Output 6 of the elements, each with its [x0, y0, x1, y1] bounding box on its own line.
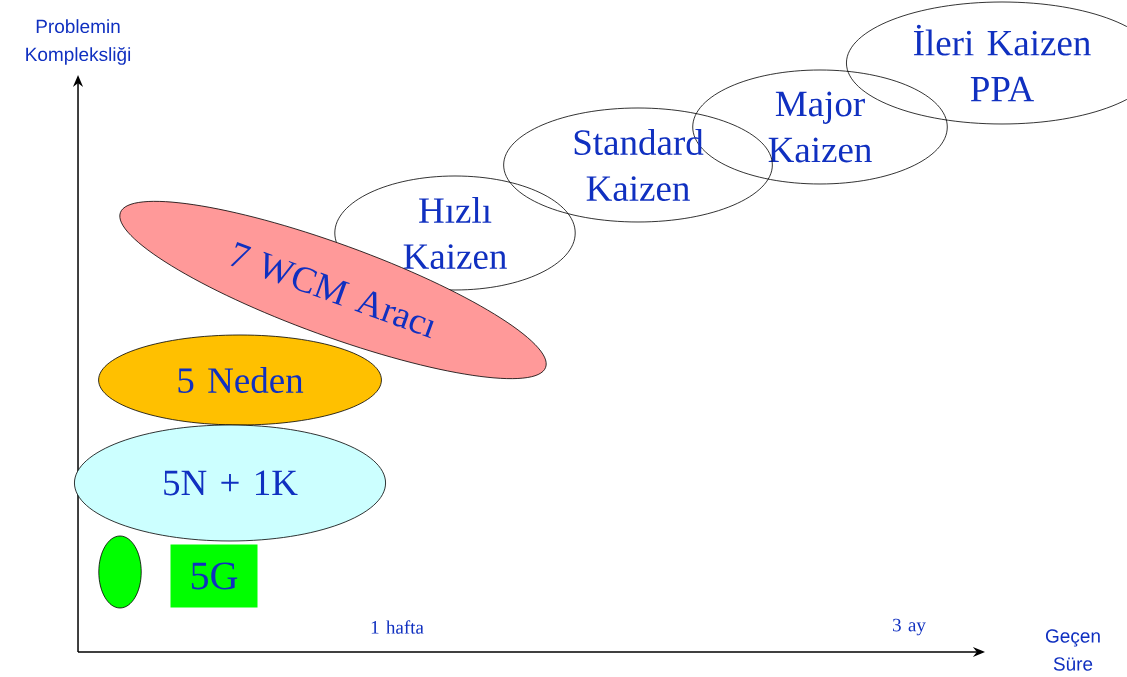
tick-label: 3 ay	[893, 618, 926, 636]
axis-label: Geçen Süre	[1045, 629, 1100, 671]
axis-label: Problemin Kompleksliği	[26, 19, 131, 65]
ellipse-shape	[98, 535, 142, 609]
tick-label: 1 hafta	[371, 620, 424, 634]
text-box: 5G	[170, 544, 258, 608]
